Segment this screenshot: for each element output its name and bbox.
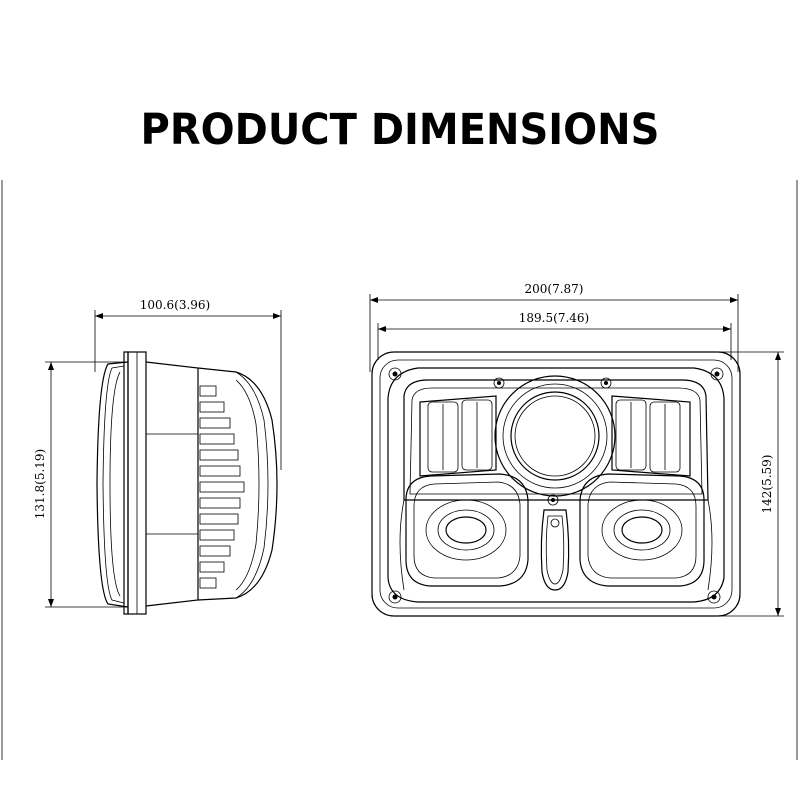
projector-lens [494, 375, 616, 497]
center-divider [540, 509, 570, 591]
side-height-label: 131.8(5.19) [33, 449, 47, 519]
right-drl-module [611, 395, 691, 477]
inner-width-label: 189.5(7.46) [519, 311, 589, 325]
front-height-label: 142(5.59) [760, 455, 774, 514]
heat-sink [197, 367, 278, 601]
front-view: 200(7.87) 189.5(7.46) 142(5.59) [369, 282, 784, 617]
lens-front [96, 361, 129, 608]
page-title: PRODUCT DIMENSIONS [140, 105, 660, 155]
overall-width-label: 200(7.87) [525, 282, 584, 296]
right-low-beam-reflector [579, 473, 705, 587]
corner-screws [388, 367, 724, 604]
inner-bezel [387, 367, 725, 603]
housing-body [145, 361, 199, 607]
side-view: 100.6(3.96) 131.8(5.19) [33, 298, 282, 615]
left-drl-module [419, 395, 497, 477]
heat-sink-fins [199, 385, 245, 589]
outer-bezel [371, 351, 741, 617]
left-low-beam-reflector [405, 473, 529, 587]
depth-label: 100.6(3.96) [140, 298, 210, 312]
